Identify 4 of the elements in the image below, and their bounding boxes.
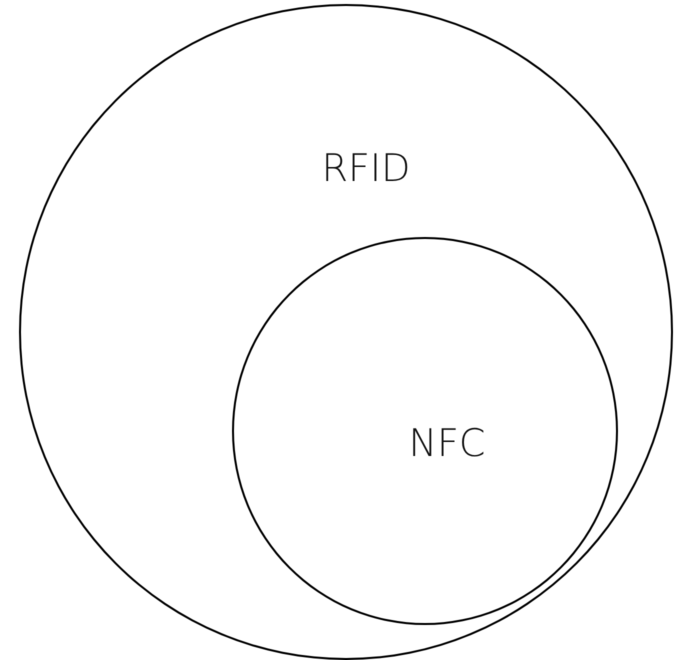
circle-label: RFID [322,146,410,190]
inner-circle [232,237,618,625]
circle-label: NFC [408,421,486,465]
outer-circle [19,4,673,660]
